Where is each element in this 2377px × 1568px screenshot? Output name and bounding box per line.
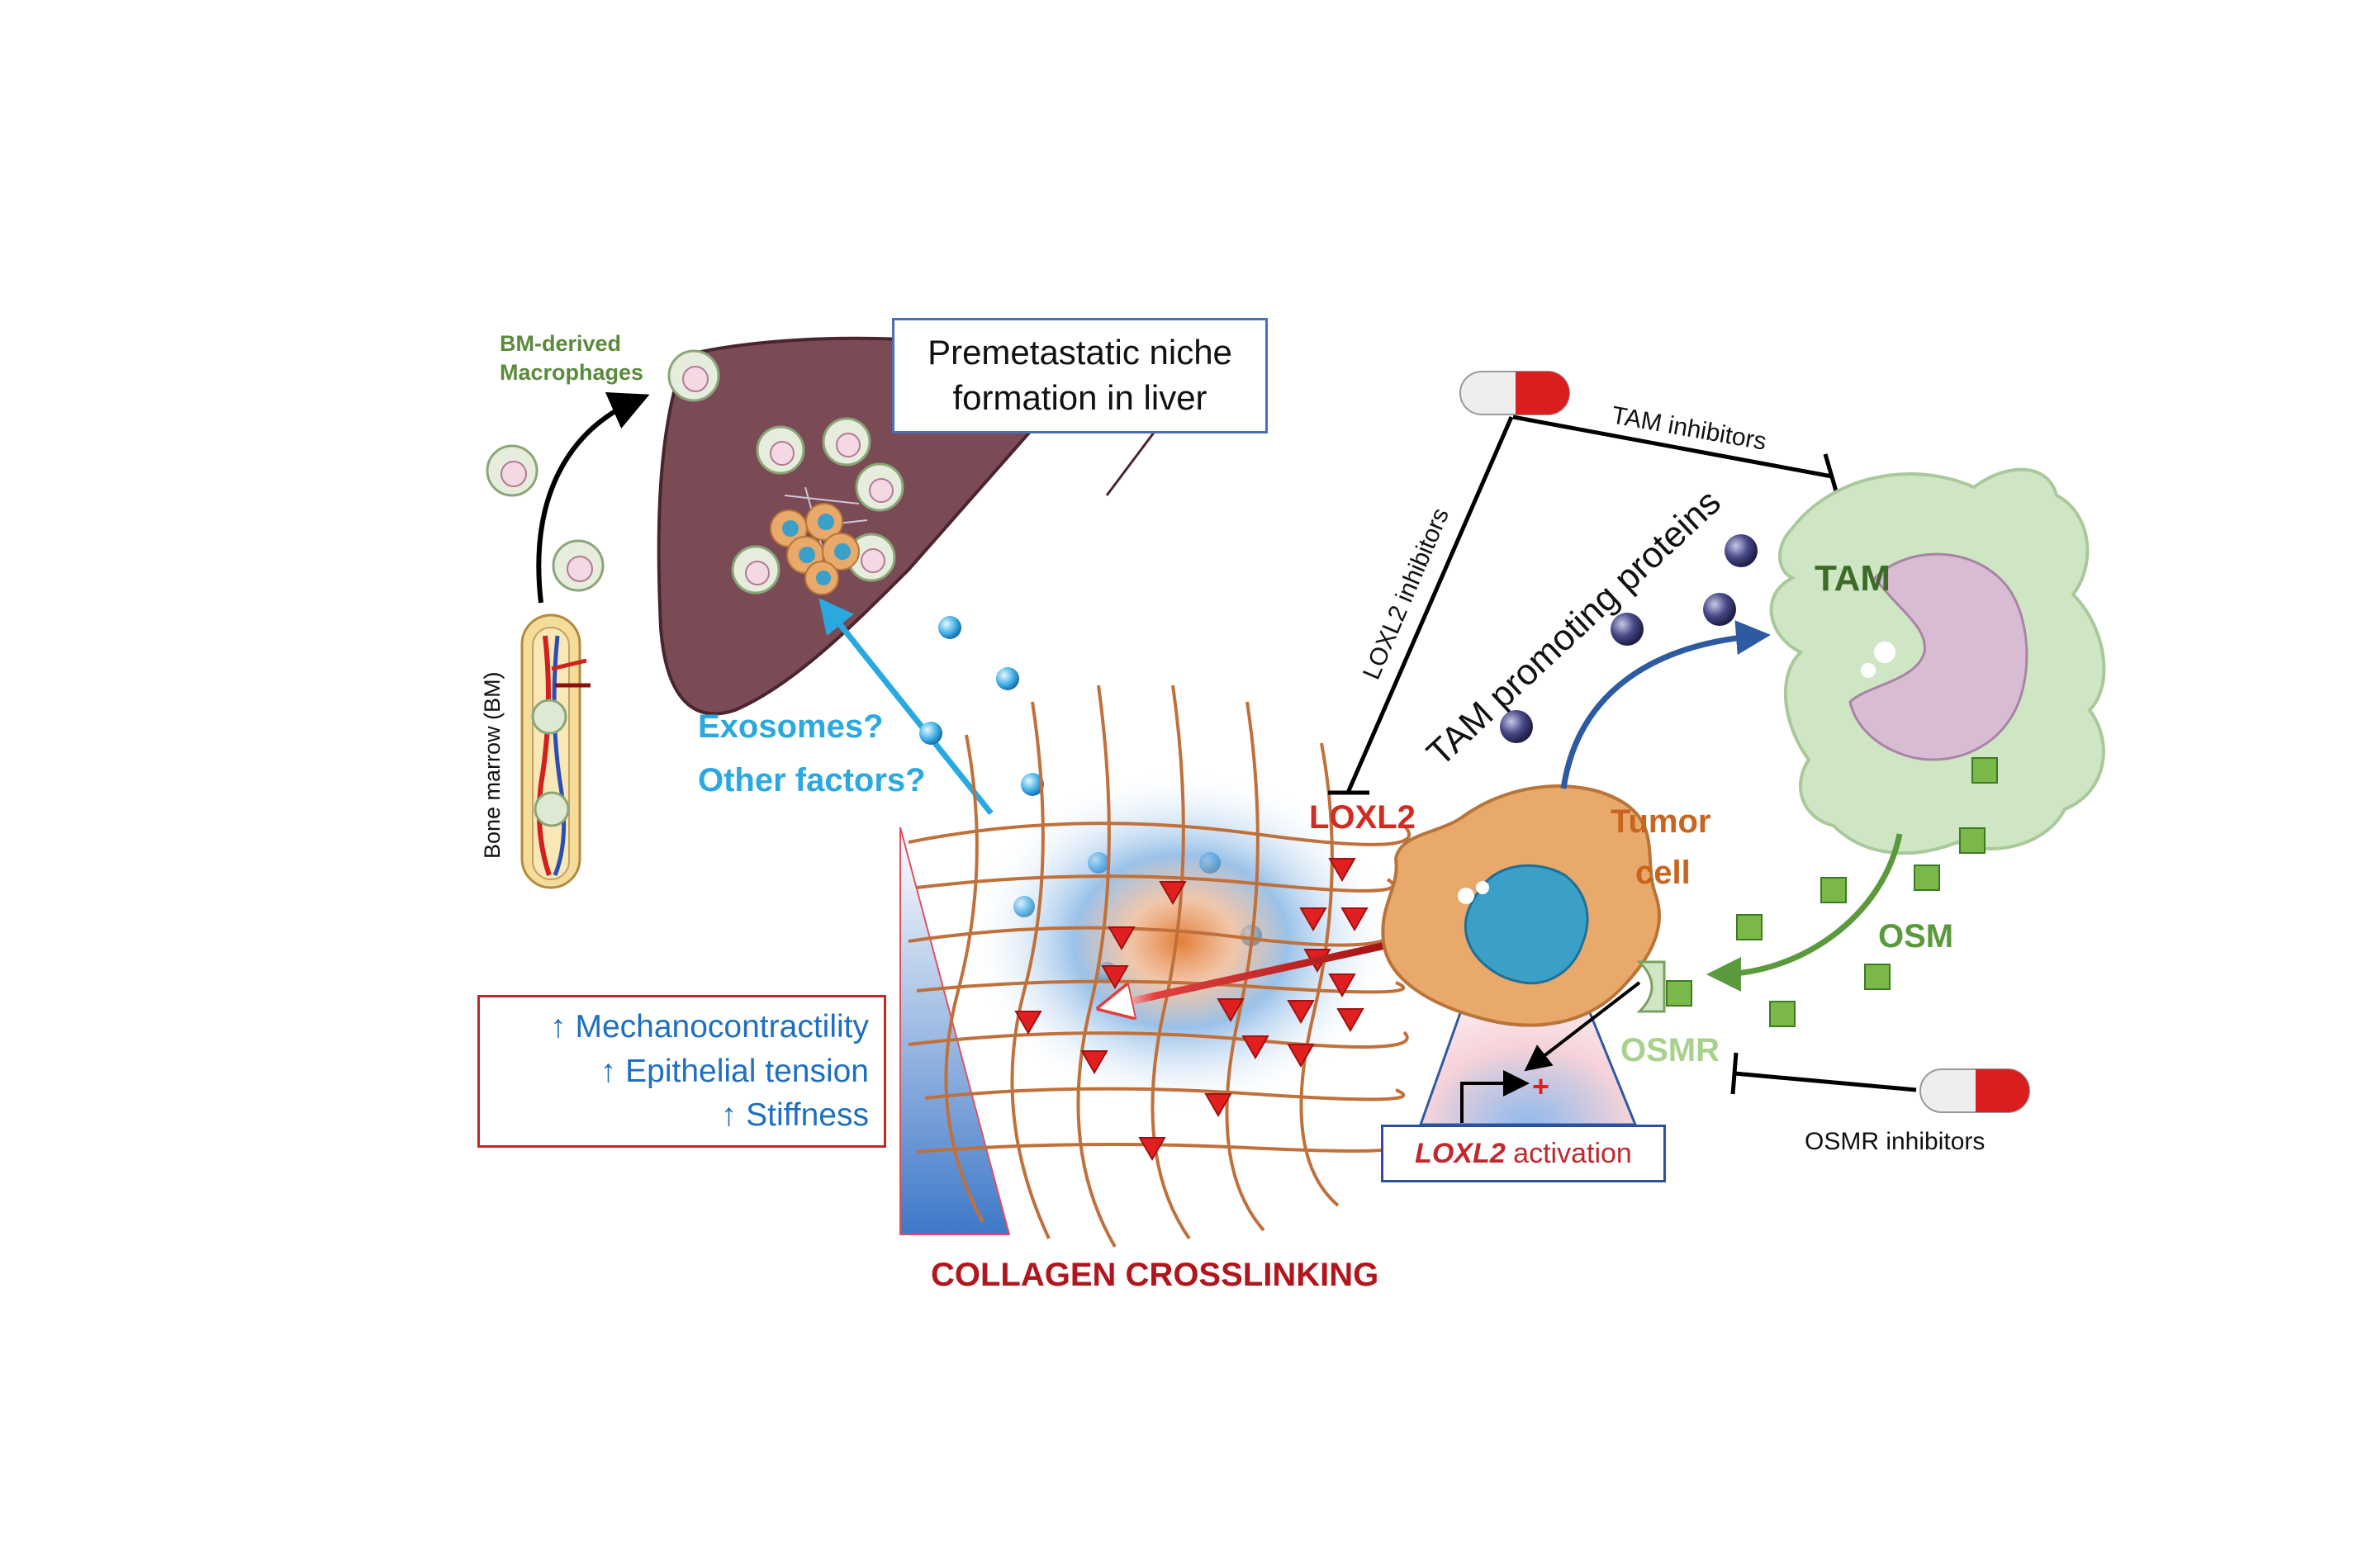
other-factors-label: Other factors? <box>698 762 926 798</box>
effects-box: ↑ Mechanocontractility ↑ Epithelial tens… <box>477 995 886 1148</box>
tam-label: TAM <box>1815 558 1891 599</box>
premetastatic-niche-box: Premetastatic niche formation in liver <box>892 318 1268 433</box>
crosslinking-arrow <box>1111 937 1405 1006</box>
activation-gene: LOXL2 <box>1415 1137 1506 1169</box>
osmr-inhibitors-label: OSMR inhibitors <box>1805 1128 1985 1155</box>
exosome-arrow <box>818 598 994 816</box>
migration-arrow <box>536 392 650 604</box>
macrophage-icon <box>552 539 605 592</box>
promoter-arrow <box>1460 1070 1530 1123</box>
loxl2-activation-box: LOXL2 activation <box>1381 1125 1666 1182</box>
tam-recruitment-arrow <box>1560 620 1771 789</box>
tam-inhibitors-label: TAM inhibitors <box>1610 401 1768 455</box>
niche-line-2: formation in liver <box>952 378 1207 417</box>
bone-marrow-icon <box>520 613 591 889</box>
exosomes-label: Exosomes? <box>698 708 884 745</box>
collagen-crosslinking-label: COLLAGEN CROSSLINKING <box>931 1257 1378 1293</box>
osm-protein <box>1666 757 1998 1027</box>
bm-macrophages-label-1: BM-derived <box>500 331 621 356</box>
osmr-receptor-icon <box>1636 960 1666 1013</box>
loxl2-label: LOXL2 <box>1309 799 1416 836</box>
tumor-cluster-icon <box>770 486 868 595</box>
osm-label: OSM <box>1878 918 1953 955</box>
macrophage-icon <box>756 425 805 475</box>
stiffness-glow <box>966 768 1396 1115</box>
macrophage-icon <box>486 444 539 497</box>
loxl2-triangle <box>1014 858 1414 1162</box>
macrophage-icon <box>667 349 720 402</box>
activation-text: activation <box>1505 1137 1632 1169</box>
effect-mechanocontractility: ↑ Mechanocontractility <box>550 1008 869 1045</box>
loxl2-inhibition-line <box>1328 416 1514 795</box>
osmr-signal-arrow <box>1524 981 1641 1072</box>
tumor-label: Tumor <box>1611 803 1710 840</box>
osmr-inhibition-line <box>1730 1052 1917 1095</box>
effect-stiffness: ↑ Stiffness <box>720 1097 869 1134</box>
osmr-label: OSMR <box>1620 1032 1720 1068</box>
collagen-fibers <box>908 685 1411 1248</box>
macrophage-icon <box>855 462 904 512</box>
promoter-plus: + <box>1532 1069 1549 1103</box>
macrophage-icon <box>731 545 780 595</box>
bm-macrophages-label-2: Macrophages <box>500 360 643 385</box>
cell-label: cell <box>1635 855 1691 891</box>
pill-icon <box>1919 1068 2030 1113</box>
niche-line-1: Premetastatic niche <box>928 333 1232 372</box>
osm-arrow <box>1706 833 1903 992</box>
bone-marrow-label: Bone marrow (BM) <box>480 671 505 859</box>
tumor-nucleus-icon <box>1464 864 1589 985</box>
tam-promoting-protein <box>1500 534 1758 743</box>
effect-epithelial-tension: ↑ Epithelial tension <box>600 1053 869 1089</box>
tam-nucleus-icon <box>1848 552 2028 761</box>
stiffness-wedge <box>899 827 1011 1235</box>
pill-icon <box>1459 371 1570 415</box>
macrophage-icon <box>822 417 871 467</box>
